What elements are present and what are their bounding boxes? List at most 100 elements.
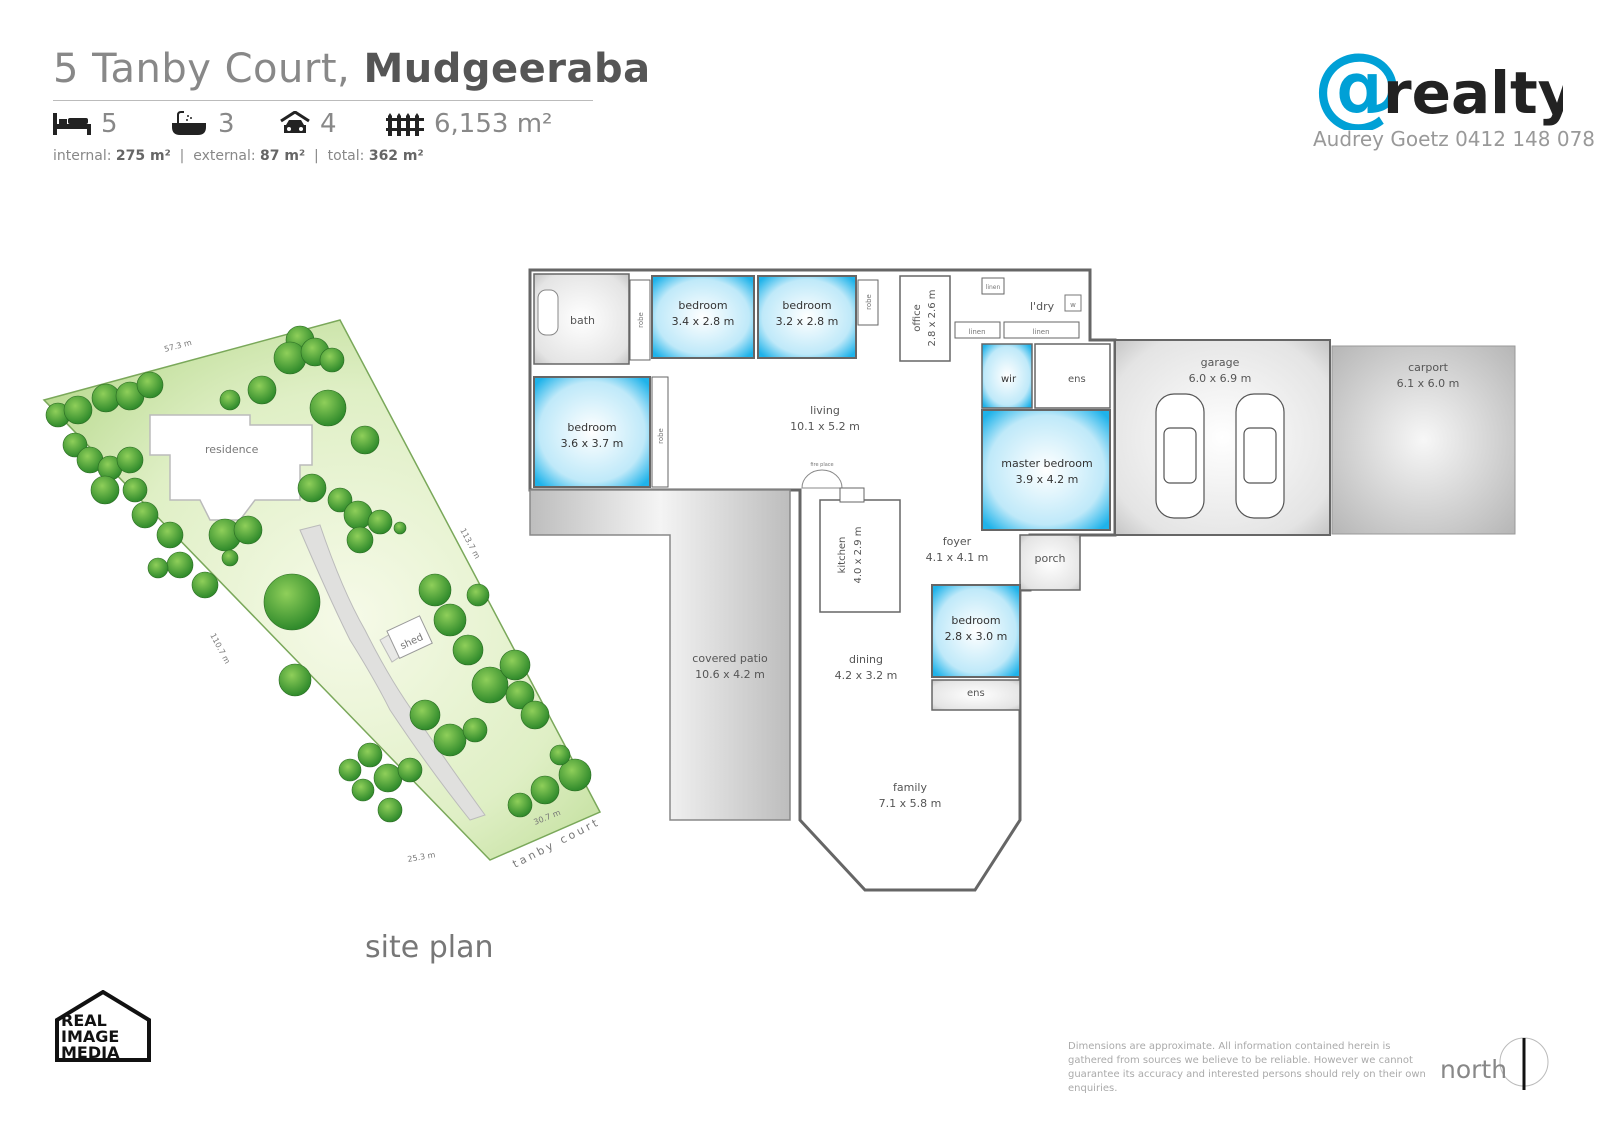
external-label: external: <box>193 148 256 164</box>
fireplace-label: fire place <box>810 462 833 468</box>
residence <box>149 414 313 521</box>
bed4-dim: 2.8 x 3.0 m <box>945 630 1008 643</box>
patio-dim: 10.6 x 4.2 m <box>695 668 765 681</box>
robe-2-label: robe <box>865 294 873 310</box>
ens2-label: ens <box>967 688 985 699</box>
bedrooms-count: 5 <box>101 109 118 139</box>
laundry-label: l'dry <box>1030 300 1055 313</box>
bathrooms-count: 3 <box>218 109 235 139</box>
carport-name: carport <box>1408 361 1449 374</box>
linen-3-label: linen <box>986 284 1001 291</box>
title-divider <box>53 100 593 101</box>
address: 5 Tanby Court, <box>53 46 351 92</box>
garage-car-icon <box>280 111 310 133</box>
bath-icon <box>172 111 206 135</box>
family-name: family <box>893 781 927 794</box>
bed4-name: bedroom <box>951 614 1000 627</box>
foyer-name: foyer <box>943 535 972 548</box>
linen-1 <box>954 321 1001 339</box>
robe-3 <box>651 376 669 488</box>
bathrooms-stat: 3 <box>170 108 235 140</box>
total-value: 362 m² <box>368 148 424 164</box>
north-label: north <box>1440 1055 1508 1084</box>
bed3-name: bedroom <box>567 421 616 434</box>
bedroom-4 <box>931 584 1021 678</box>
rim-line-3: MEDIA <box>61 1043 120 1062</box>
dining-name: dining <box>849 653 883 666</box>
north-arrow-icon <box>1499 1037 1549 1090</box>
separator: | <box>314 148 319 164</box>
bed2-name: bedroom <box>782 299 831 312</box>
agent-contact: Audrey Goetz 0412 148 078 <box>1313 127 1596 151</box>
rim-line-1: REAL <box>61 1011 107 1030</box>
bedroom-2 <box>757 275 857 359</box>
bed3-dim: 3.6 x 3.7 m <box>561 437 624 450</box>
rim-line-2: IMAGE <box>61 1027 119 1046</box>
internal-label: internal: <box>53 148 112 164</box>
ensuite-1 <box>1034 343 1111 409</box>
car-spaces-stat: 4 <box>280 108 337 140</box>
washer <box>1064 294 1082 312</box>
carport <box>1331 345 1516 535</box>
separator: | <box>179 148 185 164</box>
office-dim: 2.8 x 2.6 m <box>927 289 938 346</box>
office <box>899 275 951 362</box>
driveway <box>299 524 486 821</box>
living-dim: 10.1 x 5.2 m <box>790 420 860 433</box>
car-1-roof <box>1163 427 1197 484</box>
bath-label: bath <box>570 314 595 327</box>
car-spaces-count: 4 <box>320 109 337 139</box>
kitchen-name: kitchen <box>837 537 848 574</box>
robe-1-label: robe <box>637 312 645 328</box>
ensuite-2 <box>931 679 1021 711</box>
disclaimer: Dimensions are approximate. All informat… <box>1068 1041 1426 1094</box>
bed1-dim: 3.4 x 2.8 m <box>672 315 735 328</box>
washer-label: w <box>1070 301 1076 309</box>
master-dim: 3.9 x 4.2 m <box>1016 473 1079 486</box>
bed1-name: bedroom <box>678 299 727 312</box>
area-summary: internal: 275 m² | external: 87 m² | tot… <box>53 148 424 164</box>
internal-value: 275 m² <box>115 148 171 164</box>
linen-1-label: linen <box>968 328 985 336</box>
living-name: living <box>810 404 840 417</box>
trees <box>45 325 592 823</box>
master-bedroom <box>981 409 1111 531</box>
foyer-dim: 4.1 x 4.1 m <box>926 551 989 564</box>
shed <box>386 615 433 659</box>
porch-label: porch <box>1034 552 1065 565</box>
dining-dim: 4.2 x 3.2 m <box>835 669 898 682</box>
dim-bottom: 25.3 m <box>407 850 436 864</box>
linen-2 <box>1003 321 1080 339</box>
wir-label: wir <box>1001 374 1017 385</box>
land-area: 6,153 m² <box>434 109 553 139</box>
garage <box>1114 339 1331 536</box>
cooktop <box>839 487 865 503</box>
carport-dim: 6.1 x 6.0 m <box>1397 377 1460 390</box>
covered-patio <box>529 489 791 821</box>
robe-3-label: robe <box>657 428 665 444</box>
agency-logo: @ realty <box>1313 34 1576 139</box>
bed-icon <box>53 113 91 135</box>
linen-3 <box>981 277 1005 295</box>
ens-label: ens <box>1068 374 1086 385</box>
garage-name: garage <box>1201 356 1240 369</box>
bathtub <box>537 289 559 336</box>
dim-top: 57.3 m <box>163 338 193 354</box>
kitchen-dim: 4.0 x 2.9 m <box>853 526 864 583</box>
bed2-dim: 3.2 x 2.8 m <box>776 315 839 328</box>
residence-label: residence <box>205 443 259 456</box>
land-area-stat: 6,153 m² <box>386 108 552 140</box>
kitchen <box>819 499 901 613</box>
robe-2 <box>857 279 879 326</box>
fireplace <box>801 469 843 489</box>
linen-2-label: linen <box>1032 328 1049 336</box>
master-name: master bedroom <box>1001 457 1092 470</box>
walk-in-robe <box>981 343 1033 409</box>
real-image-media-logo: REAL IMAGE MEDIA <box>53 989 153 1066</box>
logo-text: realty <box>1383 59 1563 127</box>
car-2-roof <box>1243 427 1277 484</box>
site-plan-caption: site plan <box>365 930 494 965</box>
floor-plan: covered patio 10.6 x 4.2 m bath robe bed… <box>528 268 1516 892</box>
total-label: total: <box>327 148 365 164</box>
fence-icon <box>386 113 424 136</box>
